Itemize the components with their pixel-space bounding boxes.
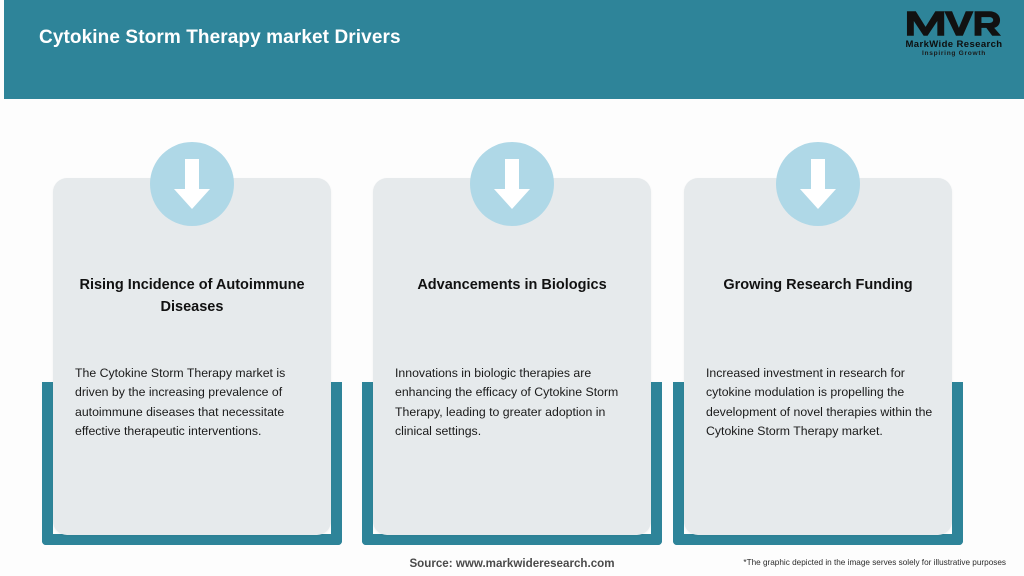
arrow-down-icon: [470, 142, 554, 226]
mwr-monogram-icon: [906, 11, 1002, 36]
card-panel: Growing Research Funding Increased inves…: [684, 178, 952, 535]
card-body-text: Increased investment in research for cyt…: [706, 366, 933, 439]
card-title: Rising Incidence of Autoimmune Diseases: [79, 277, 305, 315]
card-accent-frame: [42, 382, 342, 545]
arrow-down-icon: [150, 142, 234, 226]
brand-logo: MarkWide Research Inspiring Growth: [900, 8, 1008, 66]
source-label: Source: www.markwideresearch.com: [409, 557, 615, 570]
card-panel: Advancements in Biologics Innovations in…: [373, 178, 651, 535]
card-accent-frame: [673, 382, 963, 545]
card-body-text: Innovations in biologic therapies are en…: [395, 366, 619, 439]
card-accent-frame: [362, 382, 662, 545]
card-title: Advancements in Biologics: [417, 277, 607, 293]
header-bar: Cytokine Storm Therapy market Drivers Ma…: [4, 0, 1024, 99]
card-body-text: The Cytokine Storm Therapy market is dri…: [75, 366, 286, 439]
arrow-down-glyph: [800, 159, 836, 209]
arrow-down-icon: [776, 142, 860, 226]
card-title: Growing Research Funding: [723, 277, 913, 293]
logo-company-name: MarkWide Research: [905, 39, 1003, 50]
page-title: Cytokine Storm Therapy market Drivers: [39, 27, 401, 48]
arrow-down-glyph: [174, 159, 210, 209]
card-panel: Rising Incidence of Autoimmune Diseases …: [53, 178, 331, 535]
disclaimer-note: *The graphic depicted in the image serve…: [743, 558, 1006, 567]
arrow-down-glyph: [494, 159, 530, 209]
logo-tagline: Inspiring Growth: [922, 50, 986, 57]
